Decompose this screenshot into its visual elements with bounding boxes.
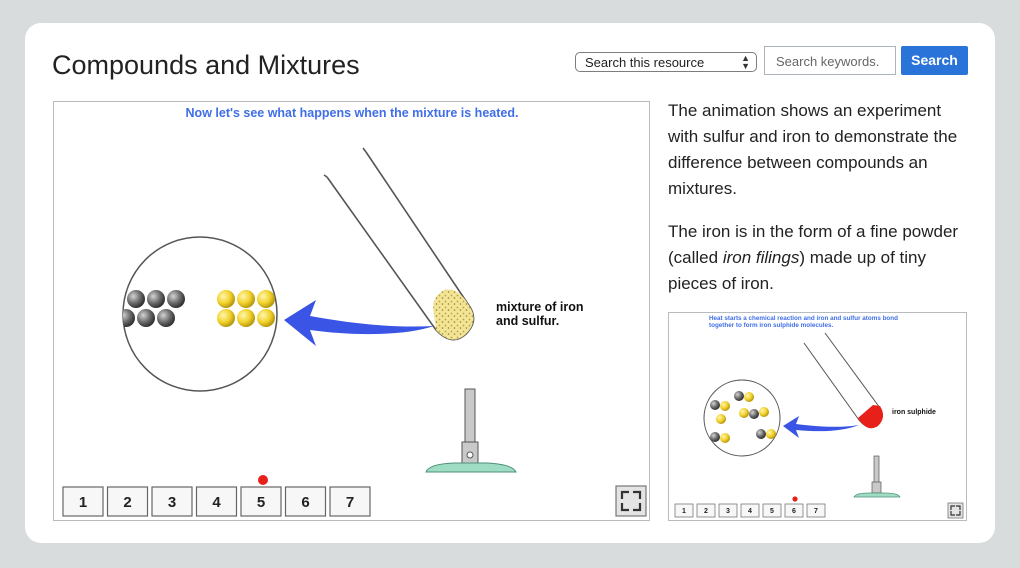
thumbnail-step-button-label: 5 bbox=[770, 508, 774, 515]
thumbnail-test-tube bbox=[803, 332, 884, 429]
thumbnail-zoom-circle bbox=[703, 379, 781, 457]
thumbnail-step-button-label: 1 bbox=[682, 508, 686, 515]
step-button-label: 2 bbox=[123, 494, 131, 511]
search-button[interactable]: Search bbox=[901, 46, 968, 75]
thumbnail-caption-line2: together to form iron sulphide molecules… bbox=[709, 322, 833, 329]
thumbnail-step-button-1[interactable]: 1 bbox=[674, 503, 694, 518]
step-button-6[interactable]: 6 bbox=[284, 486, 327, 517]
bunsen-burner bbox=[425, 388, 517, 473]
step-button-5[interactable]: 5 bbox=[240, 486, 282, 517]
step-button-3[interactable]: 3 bbox=[151, 486, 193, 517]
thumbnail-step-button-label: 7 bbox=[814, 508, 818, 515]
thumbnail-step-button-4[interactable]: 4 bbox=[740, 503, 760, 518]
step-button-2[interactable]: 2 bbox=[106, 486, 149, 517]
thumbnail-step-button-label: 3 bbox=[726, 508, 730, 515]
tube-label-line2: and sulfur. bbox=[496, 314, 559, 328]
step-button-4[interactable]: 4 bbox=[195, 486, 238, 517]
animation-panel[interactable]: Now let's see what happens when the mixt… bbox=[53, 101, 650, 521]
sulfur-atoms bbox=[217, 290, 275, 327]
step-button-label: 7 bbox=[346, 494, 354, 511]
fullscreen-icon bbox=[620, 490, 642, 512]
thumbnail-step-button-2[interactable]: 2 bbox=[696, 503, 716, 518]
step-button-label: 6 bbox=[301, 494, 309, 511]
thumbnail-bunsen-burner bbox=[853, 455, 901, 498]
thumbnail-step-button-label: 4 bbox=[748, 508, 752, 515]
thumbnail-arrow-icon bbox=[783, 416, 859, 438]
thumbnail-active-step-indicator bbox=[792, 496, 798, 502]
thumbnail-step-button-6[interactable]: 6 bbox=[784, 503, 804, 518]
step-button-label: 3 bbox=[168, 494, 176, 511]
select-arrows-icon: ▲▼ bbox=[741, 53, 750, 71]
thumbnail-step-button-3[interactable]: 3 bbox=[718, 503, 738, 518]
description: The animation shows an experiment with s… bbox=[668, 98, 968, 314]
zoom-circle bbox=[122, 236, 278, 392]
active-step-indicator bbox=[258, 475, 268, 485]
search-scope-value: Search this resource bbox=[585, 55, 705, 70]
description-para2: The iron is in the form of a fine powder… bbox=[668, 222, 959, 293]
animation-caption: Now let's see what happens when the mixt… bbox=[186, 106, 519, 120]
thumbnail-label: iron sulphide bbox=[892, 409, 936, 416]
tube-label-line1: mixture of iron bbox=[496, 300, 584, 314]
animation-canvas: Now let's see what happens when the mixt… bbox=[62, 106, 647, 517]
search-scope-select[interactable]: Search this resource ▲▼ bbox=[575, 52, 757, 72]
arrow-icon bbox=[284, 300, 434, 346]
thumbnail-step-navigation: 1 2 3 4 5 6 7 bbox=[674, 503, 826, 518]
thumbnail-step-button-7[interactable]: 7 bbox=[806, 503, 826, 518]
step-button-1[interactable]: 1 bbox=[62, 486, 104, 517]
thumbnail-fullscreen-icon bbox=[950, 505, 961, 516]
thumbnail-panel[interactable]: Heat starts a chemical reaction and iron… bbox=[668, 312, 967, 521]
thumbnail-canvas: Heat starts a chemical reaction and iron… bbox=[674, 315, 964, 519]
step-navigation: 1 2 3 4 5 6 7 bbox=[62, 486, 371, 517]
thumbnail-caption-line1: Heat starts a chemical reaction and iron… bbox=[709, 315, 898, 322]
step-button-label: 5 bbox=[257, 494, 265, 511]
test-tube bbox=[323, 147, 475, 341]
description-para1: The animation shows an experiment with s… bbox=[668, 101, 958, 198]
fullscreen-button[interactable] bbox=[615, 485, 647, 517]
thumbnail-step-button-5[interactable]: 5 bbox=[762, 503, 782, 518]
step-button-label: 4 bbox=[212, 494, 221, 511]
iron-atoms bbox=[123, 290, 185, 327]
iron-filings-term: iron filings bbox=[722, 248, 800, 267]
thumbnail-step-button-label: 2 bbox=[704, 508, 708, 515]
thumbnail-step-button-label: 6 bbox=[792, 508, 796, 515]
step-button-label: 1 bbox=[79, 494, 87, 511]
step-button-7[interactable]: 7 bbox=[329, 486, 371, 517]
page-title: Compounds and Mixtures bbox=[52, 50, 360, 80]
thumbnail-fullscreen-button[interactable] bbox=[947, 502, 964, 519]
search-input[interactable]: Search keywords. bbox=[764, 46, 896, 75]
